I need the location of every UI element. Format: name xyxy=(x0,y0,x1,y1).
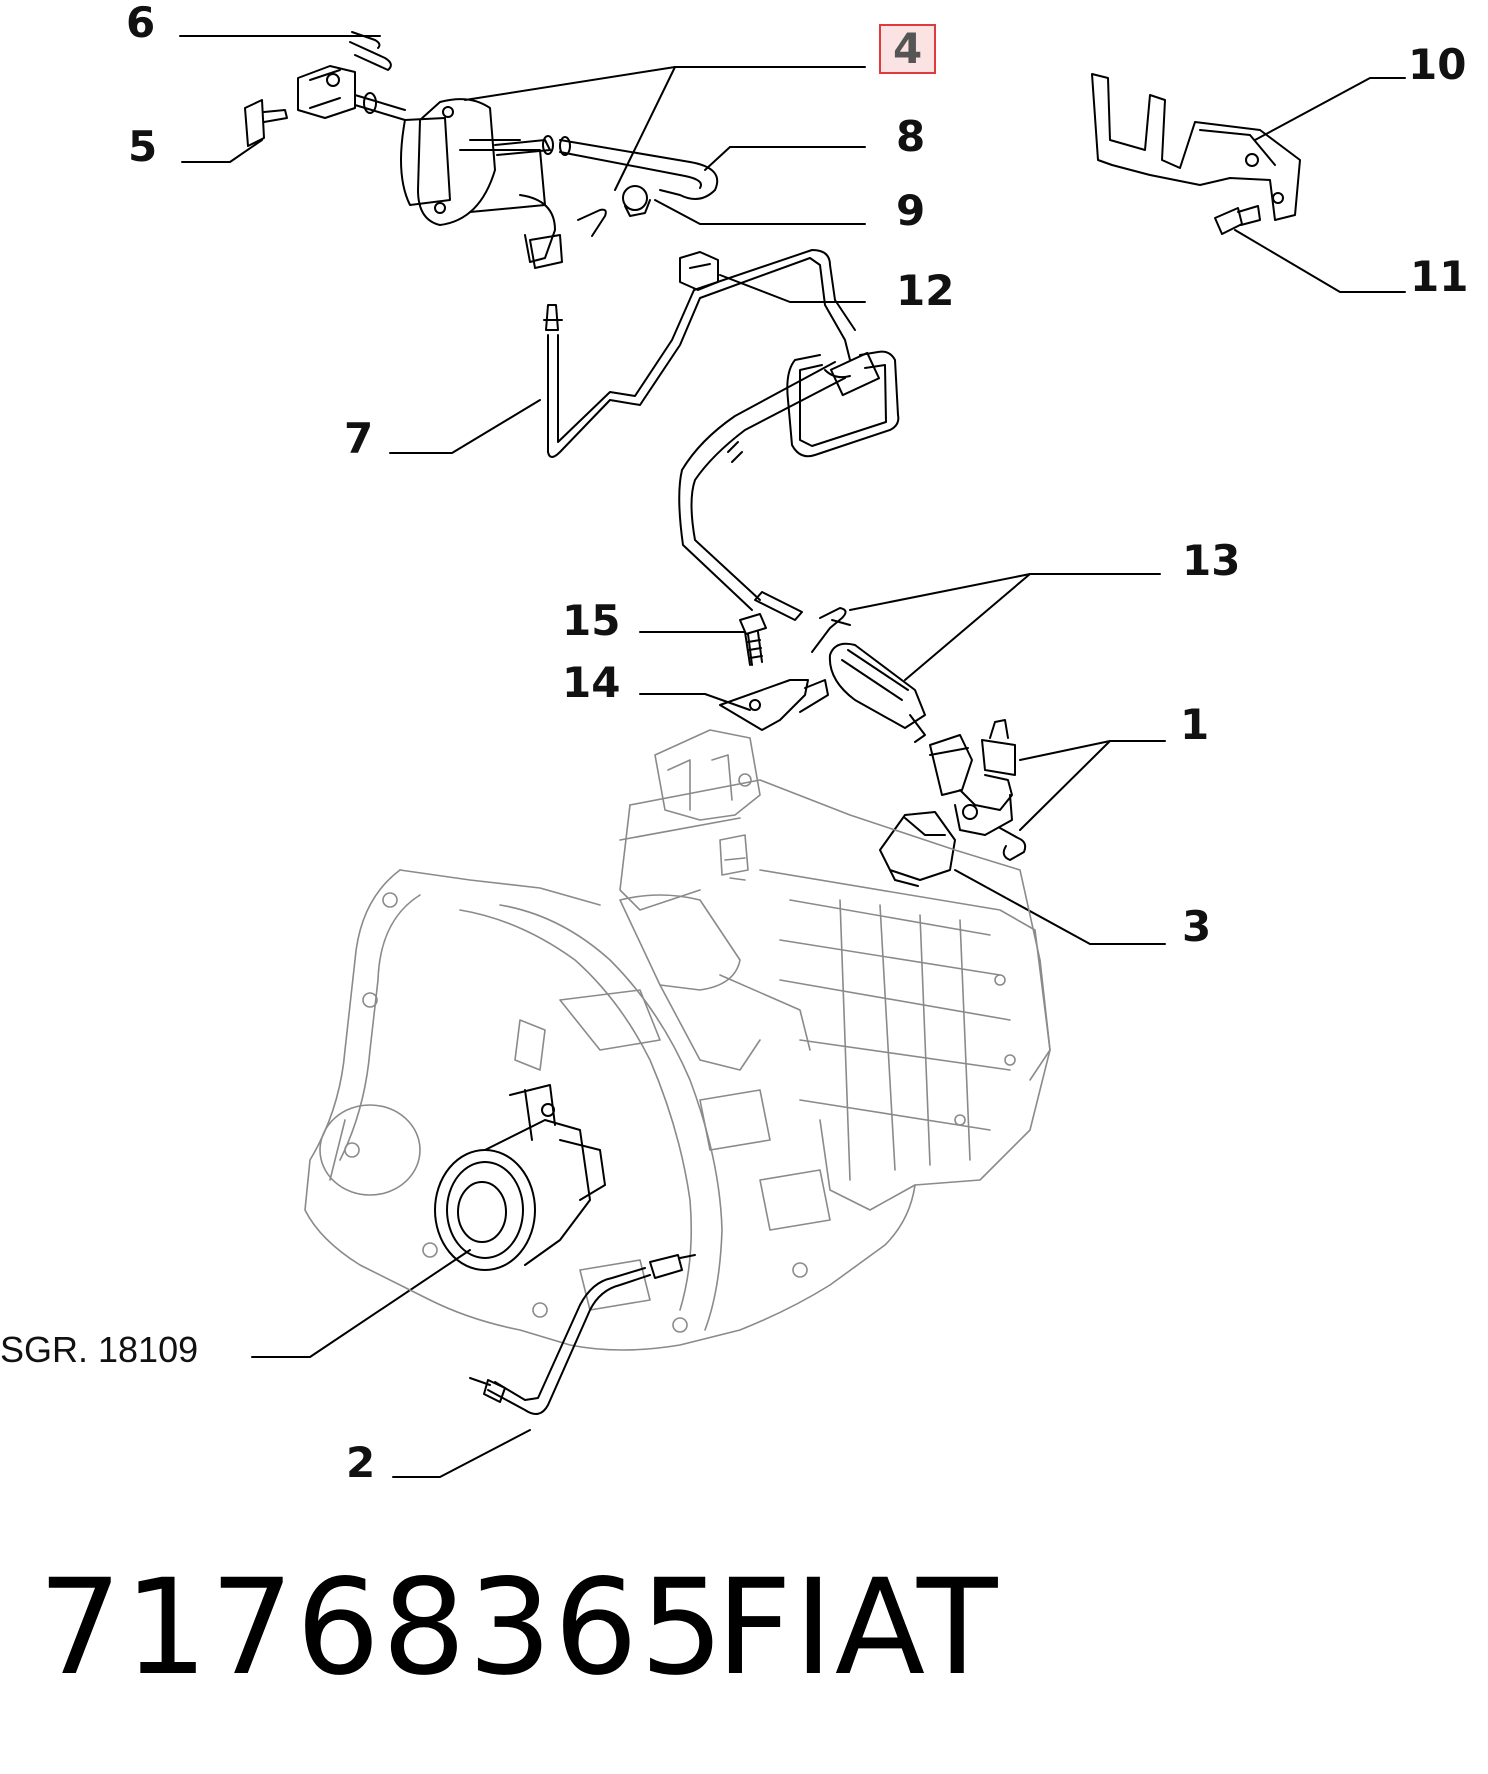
callout-12: 12 xyxy=(896,266,955,315)
callout-9: 9 xyxy=(896,186,926,235)
part-7-flex-hose xyxy=(678,351,881,621)
part-4-master-cylinder xyxy=(297,65,563,269)
part-13-clip-connector xyxy=(811,607,926,743)
callout-3: 3 xyxy=(1182,902,1212,951)
callout-sgr-18109: SGR. 18109 xyxy=(0,1329,199,1370)
part-3-boot xyxy=(879,811,956,887)
brand-name: FIAT xyxy=(716,1551,1000,1705)
part-4-clip xyxy=(577,208,607,237)
callout-8: 8 xyxy=(896,112,926,161)
part-11-bolt xyxy=(1214,205,1261,235)
gearbox-housing xyxy=(304,729,1051,1351)
callout-14: 14 xyxy=(562,658,621,707)
part-1-connector xyxy=(929,719,1027,861)
callout-10: 10 xyxy=(1408,40,1467,89)
part-14-bracket xyxy=(719,679,829,731)
part-15-bolt xyxy=(739,613,767,666)
callout-7: 7 xyxy=(344,414,374,463)
callout-2: 2 xyxy=(346,1438,376,1487)
release-bearing xyxy=(434,1084,606,1271)
part-number: 71768365 xyxy=(38,1551,726,1705)
callout-13: 13 xyxy=(1182,536,1241,585)
part-10-bracket xyxy=(1091,73,1301,221)
part-5-plate xyxy=(244,99,288,147)
part-8-hose xyxy=(559,136,719,200)
callout-1: 1 xyxy=(1180,700,1210,749)
part-2-bleed-pipe xyxy=(469,1254,696,1415)
callout-11: 11 xyxy=(1410,252,1469,301)
callout-5: 5 xyxy=(128,122,158,171)
callout-15: 15 xyxy=(562,596,621,645)
callout-4-highlighted: 4 xyxy=(879,24,937,74)
leader-lines xyxy=(179,35,1406,1478)
part-7-rigid-pipe xyxy=(543,249,900,458)
callout-6: 6 xyxy=(126,0,156,47)
part-6-pin-clip xyxy=(349,31,392,71)
part-9-clamp xyxy=(622,185,651,217)
